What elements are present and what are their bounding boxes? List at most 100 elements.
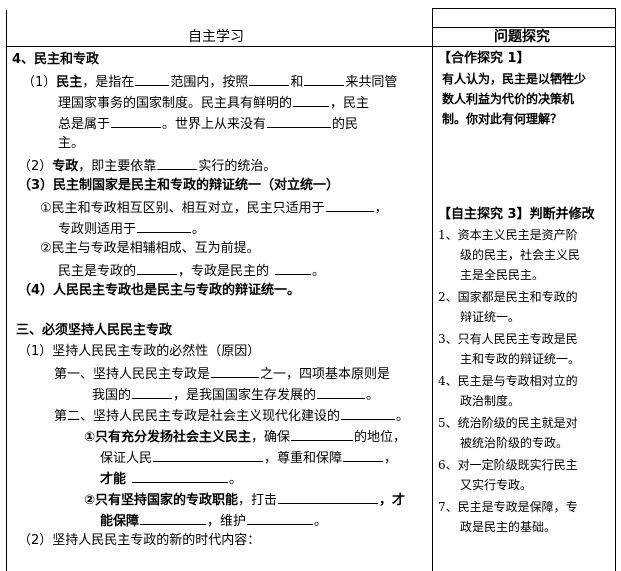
fill-blank[interactable] [291,428,354,441]
judge-item-5-line1: 5、统治阶级的民主就是对 [438,416,578,430]
second-reason-dictatorship-line2: 能保障，维护。 [100,512,327,530]
fill-blank[interactable] [325,199,374,212]
fill-blank[interactable] [153,449,264,462]
item-number: （1） [22,75,57,90]
fill-blank[interactable] [267,115,332,128]
first-reason-line1: 第一、坚持人民民主专政是之一，四项基本原则是 [54,365,390,383]
text: ②只有坚持国家的专政职能 [84,493,239,508]
text: 总是属于 [58,117,111,132]
unity-point2-detail: 民主是专政的，专政是民主的。 [58,262,325,280]
text: ，打击 [238,493,278,508]
dialectical-unity-heading: （3）民主制国家是民主和专政的辩证统一（对立统一） [18,178,340,193]
text: 民主是专政的 [58,264,137,279]
fill-blank[interactable] [132,470,229,483]
judge-item-2-line1: 2、国家都是民主和专政的 [438,290,578,304]
judge-item-7-line1: 7、民主是专政是保障，专 [438,500,578,514]
text: 我国的 [92,388,132,403]
cooperative-inquiry-line3: 制。你对此有何理解？ [442,112,563,126]
second-reason-democracy-line1: ①只有充分发扬社会主义民主，确保 的地位， [84,428,406,446]
new-era-content-heading: （2）坚持人民民主专政的新的时代内容： [18,533,261,548]
term-dictatorship: 专政 [52,159,79,174]
text: 第二、坚持人民民主专政是社会主义现代化建设的 [54,409,341,424]
term-democracy: 民主 [56,75,83,90]
unity-point2: ②民主与专政是相辅相成、互为前提。 [40,241,260,256]
judge-item-4-line2: 政治制度。 [460,394,521,408]
text: 范围内，按照 [170,75,249,90]
fill-blank[interactable] [137,262,178,275]
fill-blank[interactable] [275,262,312,275]
fill-blank[interactable] [304,73,345,86]
fill-blank[interactable] [249,73,290,86]
right-column-header: 问题探究 [494,29,550,45]
judge-item-1-line3: 主是全民民主。 [460,268,545,282]
fill-blank[interactable] [135,73,170,86]
text: 。 [229,472,243,487]
text: ， [374,201,388,216]
text: 专政则适用于 [58,222,137,237]
judge-item-1-line1: 1、资本主义民主是资产阶 [438,228,578,242]
necessity-heading: （1）坚持人民民主专政的必然性（原因） [18,344,261,359]
second-reason-dictatorship-line1: ②只有坚持国家的专政职能，打击 ，才 [84,491,405,509]
unity-point1-line2: 专政则适用于 。 [58,220,205,238]
fill-blank[interactable] [137,220,192,233]
judge-item-3-line1: 3、只有人民民主专政是民 [438,332,578,346]
text: 和 [290,75,304,90]
text: ，即主要依靠 [78,159,157,174]
left-column-header: 自主学习 [188,29,244,45]
text: 。 [396,409,410,424]
text: 。 [314,514,328,529]
text: ，民主 [330,96,370,111]
second-reason-democracy-line3: 才能 。 [100,470,242,488]
text: ，尊重和保障 [264,451,343,466]
section-4-title: 4、民主和专政 [12,52,100,67]
text: 。世界上从来没有 [162,117,267,132]
unity-point1-line1: ①民主和专政相互区别、相互对立，民主只适用于 ， [40,199,388,217]
text: 实行的统治。 [198,159,277,174]
democracy-definition-line4: 主。 [58,136,85,151]
fill-blank[interactable] [247,512,314,525]
item-number: （2） [18,159,53,174]
fill-blank[interactable] [157,157,198,170]
second-reason-democracy-line2: 保证人民，尊重和保障， [100,449,397,467]
cooperative-inquiry-line1: 有人认为，民主是以牺牲少 [442,72,587,86]
judge-item-1-line2: 级的民主，社会主义民 [460,248,581,262]
table-right-border [615,8,616,571]
fill-blank[interactable] [293,94,330,107]
text: 之一，四项基本原则是 [260,367,391,382]
text: 的民 [332,117,359,132]
section-3-title: 三、必须坚持人民民主专政 [16,323,173,338]
text: 能保障 [100,514,140,529]
judge-item-3-line2: 主和专政的辩证统一。 [460,352,581,366]
self-inquiry-title: 【自主探究 3】判断并修改 [438,207,595,222]
fill-blank[interactable] [211,365,260,378]
fill-blank[interactable] [317,386,366,399]
cooperative-inquiry-title: 【合作探究 1】 [438,51,530,66]
fill-blank[interactable] [278,491,379,504]
text: ，确保 [251,430,291,445]
dictatorship-definition: （2）专政，即主要依靠 实行的统治。 [18,157,276,175]
text: ，是我国国家生存发展的 [173,388,317,403]
fill-blank[interactable] [140,512,207,525]
fill-blank[interactable] [343,449,384,462]
fill-blank[interactable] [341,407,396,420]
text: ①民主和专政相互区别、相互对立，民主只适用于 [40,201,325,216]
judge-item-6-line2: 又实行专政。 [460,478,533,492]
text: ①只有充分发扬社会主义民主 [84,430,252,445]
judge-item-7-line2: 政是民主的基础。 [460,520,557,534]
peoples-democratic-dictatorship-unity: （4）人民民主专政也是民主与专政的辩证统一。 [18,283,301,298]
fill-blank[interactable] [111,115,162,128]
fill-blank[interactable] [132,386,173,399]
democracy-definition-line3: 总是属于 。世界上从来没有 的民 [58,115,358,133]
second-reason-line1: 第二、坚持人民民主专政是社会主义现代化建设的 。 [54,407,409,425]
text: 的地位， [354,430,407,445]
text: 。 [312,264,326,279]
text: ， [384,451,398,466]
text: 理国家事务的国家制度。民主具有鲜明的 [58,96,293,111]
text: 才能 [100,472,127,487]
text: 。 [192,222,206,237]
judge-item-4-line1: 4、民主是与专政相对立的 [438,374,578,388]
text: ，才 [379,493,406,508]
judge-item-5-line2: 被统治阶级的专政。 [460,436,569,450]
right-header-top-border [432,27,616,28]
